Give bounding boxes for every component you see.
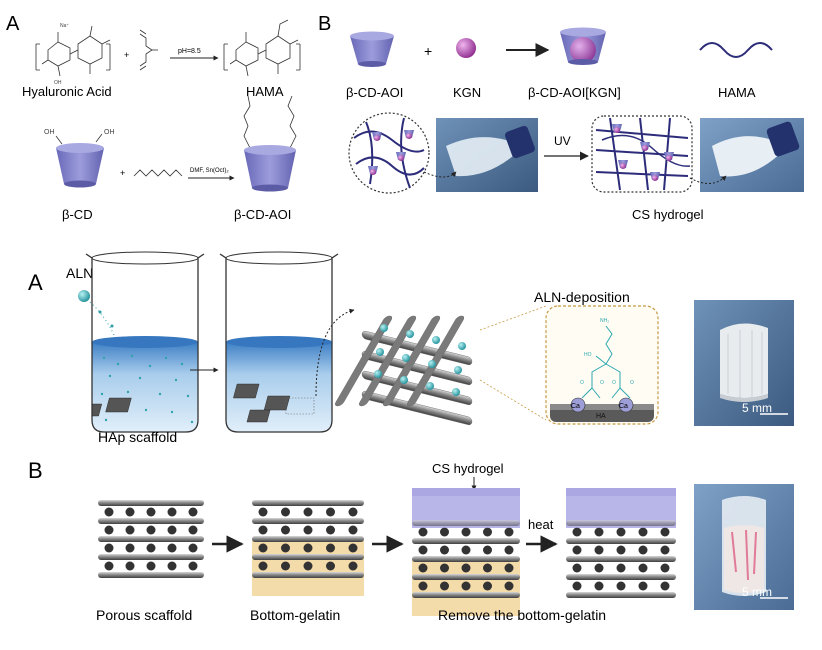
svg-text:O: O [630,380,634,386]
vial-photo-before [436,118,538,192]
svg-text:O: O [580,380,584,386]
zoom-arrow-right [689,175,727,184]
panel-bot-b: B CS hydrogel heat Porous scaffold Botto… [28,458,794,623]
aln-coated-scaffold [335,315,473,426]
hama-structure [223,19,301,77]
oh-label-cd-right: OH [104,129,115,136]
scale-bar-label-mid: 5 mm [742,401,772,415]
na-label: Na⁺ [60,23,69,29]
hap-scaffold-label: HAp scaffold [98,429,177,445]
network-before-uv [348,112,430,194]
oh-label: OH [54,80,62,86]
hyaluronic-acid-label: Hyaluronic Acid [22,84,112,99]
panel-letter-top-a: A [6,13,20,35]
beta-cd-aoi-kgn-complex [560,27,606,65]
beta-cd-aoi-structure [243,95,297,149]
aln-deposition-detail: NH₂ HO O O O O [545,305,659,425]
scale-bar-label-bot: 5 mm [742,585,772,599]
zoom-arrow-scaffold [315,308,355,397]
aln-molecule [78,290,90,302]
bottom-gelatin-label: Bottom-gelatin [250,607,340,623]
porous-scaffold-label: Porous scaffold [96,607,192,623]
svg-text:NH₂: NH₂ [600,318,609,324]
panel-top-a: A Na⁺ OH Hyaluronic Acid + pH=8.5 [6,13,301,222]
oh-label-cd-left: OH [44,129,55,136]
aoi-structure [133,169,183,177]
beaker-1 [85,251,205,433]
svg-text:HO: HO [584,352,592,358]
panel-letter-top-b: B [318,13,331,35]
cs-hydrogel-label-top: CS hydrogel [632,207,704,222]
uv-label: UV [554,134,571,148]
ca-label-left: Ca [571,403,580,410]
zoom-line-top [479,305,547,331]
hama-label-top-b: HAMA [718,85,756,100]
kgn-sphere [456,38,476,58]
beta-cd-aoi-label-top-a: β-CD-AOI [234,207,291,222]
cs-hydrogel-label-bottom: CS hydrogel [432,461,504,476]
network-after-uv [591,115,693,193]
beta-cd-aoi-label-top-b: β-CD-AOI [346,85,403,100]
beta-cd-cup [56,143,104,188]
vial-photo-after [700,118,804,192]
scaffold-photo [694,300,794,426]
hydrogel-scaffold-photo [694,484,794,610]
block-bottom-gelatin [252,500,364,596]
hyaluronic-acid-structure [35,25,111,77]
ph-condition: pH=8.5 [178,48,201,55]
kgn-label: KGN [453,85,481,100]
block-hydrogel-final [566,488,676,598]
aln-deposition-label: ALN-deposition [534,289,630,305]
plus-sign-2: + [120,168,125,178]
panel-letter-mid-a: A [28,270,43,295]
panel-letter-bot-b: B [28,458,43,483]
ha-label: HA [596,413,606,420]
block-hydrogel-gelatin [412,488,520,616]
dmf-condition: DMF, Sn(Oct)₂ [190,168,229,174]
plus-sign-b: + [424,43,432,59]
hama-chain-icon [699,42,773,58]
svg-text:O: O [600,380,604,386]
beta-cd-aoi-kgn-label: β-CD-AOI[KGN] [528,85,621,100]
heat-label: heat [528,517,554,532]
beta-cd-aoi-cup [244,145,296,192]
aln-label: ALN [66,265,93,281]
ca-label-right: Ca [619,403,628,410]
svg-text:O: O [612,380,616,386]
remove-bottom-gelatin-label: Remove the bottom-gelatin [438,607,606,623]
block-porous-scaffold [98,500,204,578]
plus-sign: + [124,50,129,60]
beta-cd-label: β-CD [62,207,93,222]
beta-cd-aoi-icon [350,31,394,67]
beaker-2 [219,251,339,433]
zoom-line-bottom [479,379,547,421]
panel-mid-a: A ALN [28,251,794,445]
panel-top-b: B β-CD-AOI + KGN β-CD-AOI[KGN] HAMA [318,13,804,222]
methacrylic-anhydride-structure [139,29,158,71]
hama-label-top-a: HAMA [246,84,284,99]
